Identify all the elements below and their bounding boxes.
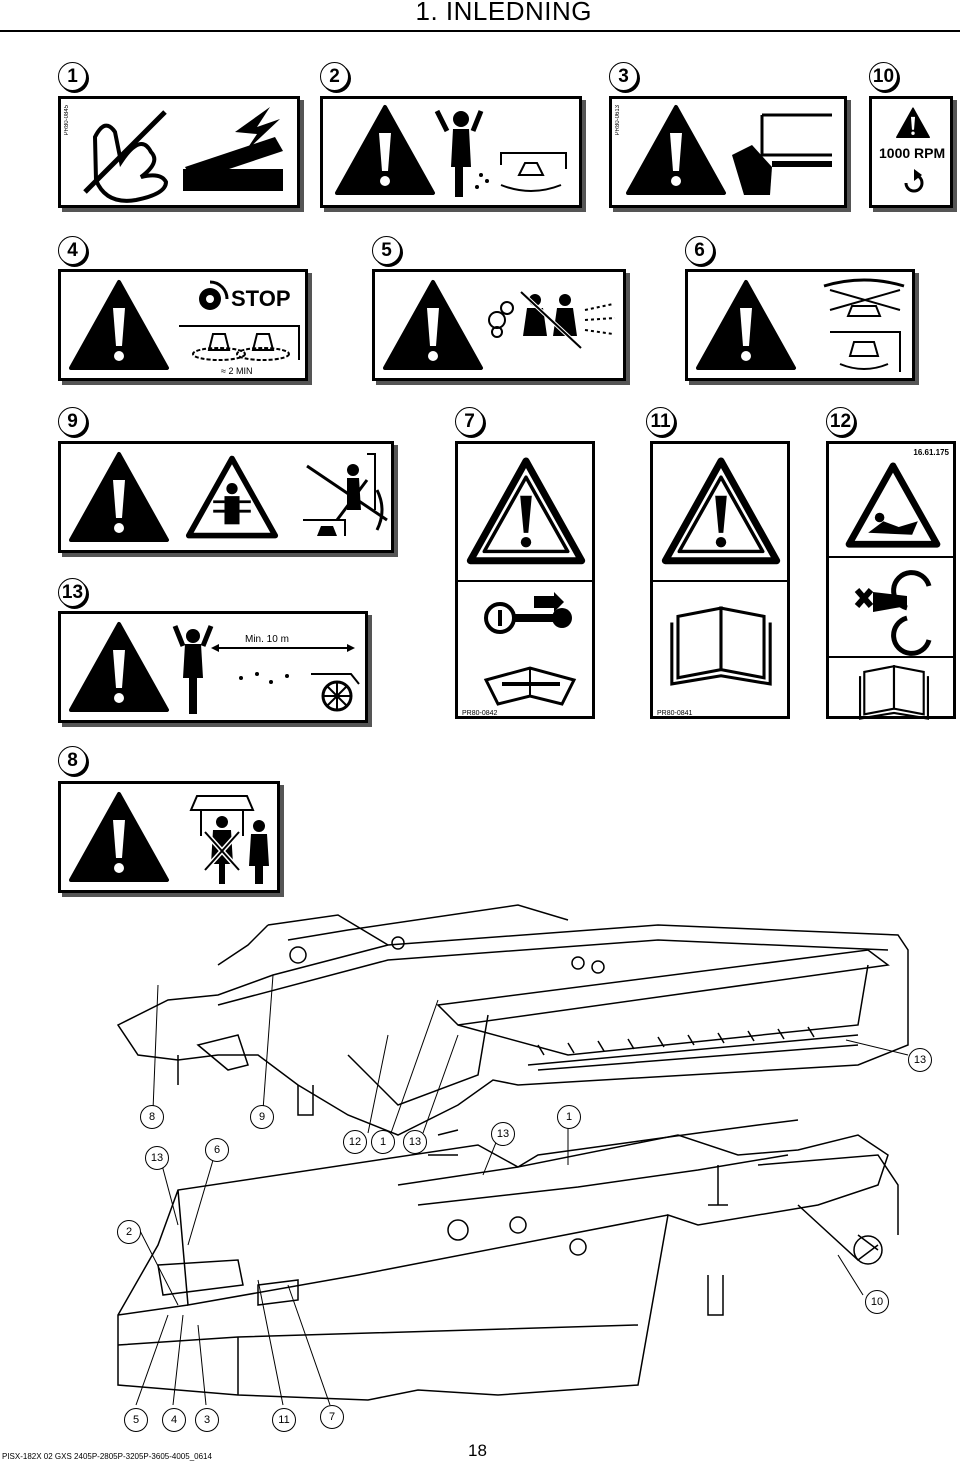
- callout: 1: [371, 1130, 395, 1154]
- divider: [458, 580, 592, 582]
- warning-decal-10: 1000 RPM: [869, 96, 953, 208]
- decal-code: PR80-0845: [64, 105, 70, 136]
- header-rule: [0, 30, 960, 32]
- warning-triangle-icon: [335, 105, 435, 195]
- callout: 13: [403, 1130, 427, 1154]
- label-number: 13: [58, 578, 87, 607]
- page-header: 1. INLEDNING: [0, 0, 960, 32]
- document-reference: PISX-182X 02 GXS 2405P-2805P-3205P-3605-…: [2, 1452, 212, 1461]
- divider: [829, 656, 953, 658]
- keep-children-away-icon: [488, 290, 616, 350]
- callout: 9: [250, 1105, 274, 1129]
- rotating-discs-icon: [179, 325, 300, 361]
- warning-triangle-icon: [895, 107, 931, 138]
- folding-unit-icon: [303, 453, 388, 536]
- warning-decal-5: [372, 269, 626, 381]
- callout: 10: [865, 1290, 889, 1314]
- label-number: 10: [869, 62, 898, 91]
- raised-mower-icon: [823, 278, 905, 372]
- label-number: 8: [58, 746, 87, 775]
- no-standing-under-load-icon: [189, 795, 269, 884]
- callout: 2: [117, 1220, 141, 1244]
- distance-arrow-icon: [211, 644, 360, 712]
- rotation-arrow-icon: [904, 169, 924, 193]
- label-number: 3: [609, 62, 638, 91]
- warning-triangle-icon: [696, 280, 796, 370]
- foot-crush-icon: [732, 113, 832, 195]
- decal-code: PR80-0841: [657, 710, 693, 717]
- callout: 6: [205, 1138, 229, 1162]
- remove-key-icon: [484, 592, 572, 634]
- label-number: 12: [826, 407, 855, 436]
- callout: 4: [162, 1408, 186, 1432]
- gear-stop-icon: [199, 280, 229, 310]
- warning-decal-3: PR80-0613: [609, 96, 847, 208]
- label-number: 5: [372, 236, 401, 265]
- callout: 11: [272, 1408, 296, 1432]
- manual-book-icon: [858, 665, 930, 720]
- warning-decal-4: STOP ≈ 2 MIN: [58, 269, 308, 381]
- label-number: 11: [646, 407, 675, 436]
- warning-triangle-icon: [626, 105, 726, 195]
- callout: 1: [557, 1105, 581, 1129]
- person-icon: [172, 625, 214, 714]
- decal-code: PR80-0842: [462, 710, 498, 717]
- callout: 12: [343, 1130, 367, 1154]
- label-number: 4: [58, 236, 87, 265]
- warning-decal-9: [58, 441, 394, 553]
- callout: 7: [320, 1405, 344, 1429]
- callout: 13: [145, 1146, 169, 1170]
- warning-triangle-icon: [69, 622, 169, 712]
- divider: [653, 580, 787, 582]
- warning-triangle-icon: [69, 792, 169, 882]
- hand-crush-icon: [83, 107, 283, 203]
- warning-decal-11: PR80-0841: [650, 441, 790, 719]
- divider: [829, 556, 953, 558]
- callout: 3: [195, 1408, 219, 1432]
- warning-triangle-icon: [69, 280, 169, 370]
- decal-code: PR80-0613: [615, 105, 621, 136]
- thrown-objects-icon: [434, 109, 567, 197]
- warning-triangle-icon: [663, 452, 779, 572]
- decal-code: 16.61.175: [913, 448, 949, 457]
- warning-decal-13: Min. 10 m: [58, 611, 368, 723]
- mower-machine-diagram: [116, 904, 909, 1406]
- label-number: 7: [455, 407, 484, 436]
- label-number: 6: [685, 236, 714, 265]
- warning-decal-2: [320, 96, 582, 208]
- callout: 8: [140, 1105, 164, 1129]
- stop-text: STOP: [231, 286, 291, 311]
- warning-decal-12: 16.61.175: [826, 441, 956, 720]
- warning-decal-1: PR80-0845: [58, 96, 300, 208]
- rotating-blades-hand-icon: [854, 570, 932, 656]
- rpm-text: 1000 RPM: [879, 145, 946, 161]
- page-title: 1. INLEDNING: [415, 0, 592, 26]
- page-number: 18: [468, 1441, 487, 1460]
- crush-hazard-triangle-icon: [845, 462, 941, 548]
- warning-decal-7: PR80-0842: [455, 441, 595, 719]
- distance-text: Min. 10 m: [245, 634, 289, 645]
- crush-zone-triangle-icon: [185, 455, 279, 539]
- time-text: ≈ 2 MIN: [221, 366, 253, 376]
- time-value: 2 MIN: [228, 366, 253, 376]
- label-number: 2: [320, 62, 349, 91]
- warning-triangle-icon: [383, 280, 483, 370]
- warning-triangle-icon: [69, 452, 169, 542]
- label-number: 1: [58, 62, 87, 91]
- callout: 13: [491, 1122, 515, 1146]
- label-number: 9: [58, 407, 87, 436]
- callout: 5: [124, 1408, 148, 1432]
- warning-decal-6: [685, 269, 915, 381]
- warning-decal-8: [58, 781, 280, 893]
- manual-book-icon: [670, 606, 772, 686]
- maintenance-manual-icon: [483, 666, 577, 706]
- warning-triangle-icon: [468, 452, 584, 572]
- callout: 13: [908, 1048, 932, 1072]
